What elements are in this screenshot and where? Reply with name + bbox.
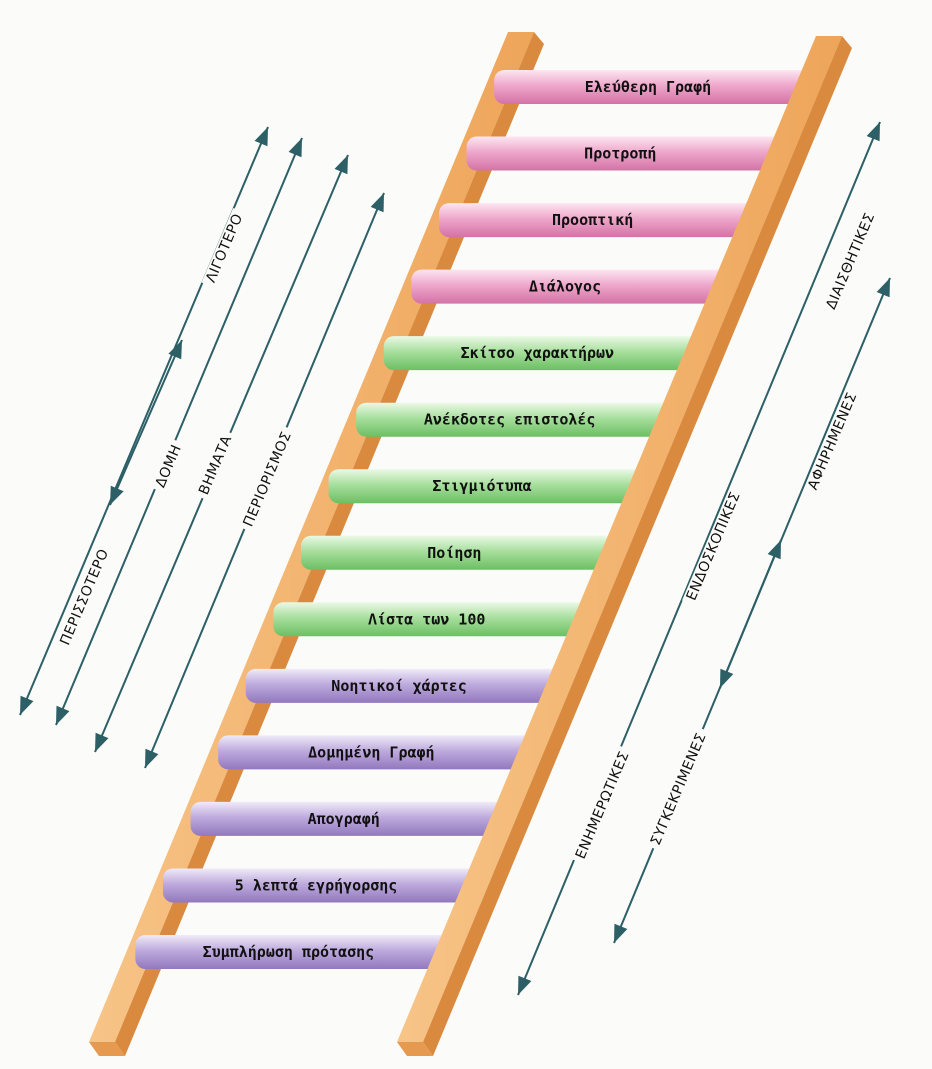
rung-bar xyxy=(135,935,454,969)
arrowhead-icon xyxy=(720,668,734,688)
rung-10: Νοητικοί χάρτες xyxy=(245,668,565,703)
arrowhead-icon xyxy=(95,732,109,752)
arrowhead-icon xyxy=(866,122,880,142)
rung-label: Ελεύθερη Γραφή xyxy=(585,78,711,96)
arrowhead-icon xyxy=(20,695,34,715)
rung-13: 5 λεπτά εγρήγορσης xyxy=(162,868,482,903)
arrow-concrete-abstract xyxy=(719,539,782,689)
rung-label: Διάλογος xyxy=(529,278,601,296)
rung-bar xyxy=(466,136,787,171)
rung-11: Δομημένη Γραφή xyxy=(218,735,537,770)
rung-bar xyxy=(494,70,814,104)
rung-bar xyxy=(356,402,676,437)
rung-label: Απογραφή xyxy=(308,810,380,828)
rung-label: Λίστα των 100 xyxy=(368,610,485,628)
rung-14: Συμπλήρωση πρότασης xyxy=(135,935,454,969)
arrowhead-icon xyxy=(168,340,182,360)
rung-bar xyxy=(438,203,759,238)
rungs-layer: Ελεύθερη ΓραφήΠροτροπήΠροοπτικήΔιάλογοςΣ… xyxy=(135,70,814,969)
arrowhead-icon xyxy=(370,193,384,213)
rung-6: Ανέκδοτες επιστολές xyxy=(356,402,676,437)
arrow-structure xyxy=(55,137,303,726)
arrowhead-icon xyxy=(145,748,159,768)
arrowhead-icon xyxy=(876,278,890,298)
rung-label: Ποίηση xyxy=(427,544,481,562)
rung-label: Σκίτσο χαρακτήρων xyxy=(461,344,615,362)
arrowhead-icon xyxy=(767,540,781,560)
rung-label: Ανέκδοτες επιστολές xyxy=(424,411,596,429)
arrow-less-more-upper xyxy=(109,339,183,506)
arrowhead-icon xyxy=(254,127,268,147)
rung-label: 5 λεπτά εγρήγορσης xyxy=(235,876,398,894)
rung-bar xyxy=(190,801,509,836)
rung-bar xyxy=(162,868,482,903)
arrowhead-icon xyxy=(614,923,628,943)
rung-8: Ποίηση xyxy=(300,535,620,570)
rung-2: Προτροπή xyxy=(466,136,787,171)
rung-bar xyxy=(218,735,537,770)
rung-label: Στιγμιότυπα xyxy=(432,477,531,495)
rung-1: Ελεύθερη Γραφή xyxy=(494,70,814,104)
rung-label: Νοητικοί χάρτες xyxy=(331,677,466,695)
rung-12: Απογραφή xyxy=(190,801,509,836)
rung-bar xyxy=(300,535,620,570)
rung-label: Δομημένη Γραφή xyxy=(308,743,434,761)
rung-bar xyxy=(245,668,565,703)
arrowhead-icon xyxy=(334,155,348,175)
rung-label: Συμπλήρωση πρότασης xyxy=(203,943,375,961)
rung-4: Διάλογος xyxy=(411,269,731,304)
rung-label: Προοπτική xyxy=(552,211,633,229)
rung-3: Προοπτική xyxy=(438,203,759,238)
rung-bar xyxy=(273,602,593,637)
rung-7: Στιγμιότυπα xyxy=(328,469,648,504)
arrowhead-icon xyxy=(518,975,532,995)
rung-bar xyxy=(383,336,703,371)
rung-5: Σκίτσο χαρακτήρων xyxy=(383,336,703,371)
rung-9: Λίστα των 100 xyxy=(273,602,593,637)
rung-bar xyxy=(411,269,731,304)
arrowhead-icon xyxy=(110,485,124,505)
rung-label: Προτροπή xyxy=(584,145,656,163)
arrowhead-icon xyxy=(56,705,70,725)
right-rail xyxy=(397,36,852,1056)
rung-bar xyxy=(328,469,648,504)
arrowhead-icon xyxy=(288,138,302,158)
